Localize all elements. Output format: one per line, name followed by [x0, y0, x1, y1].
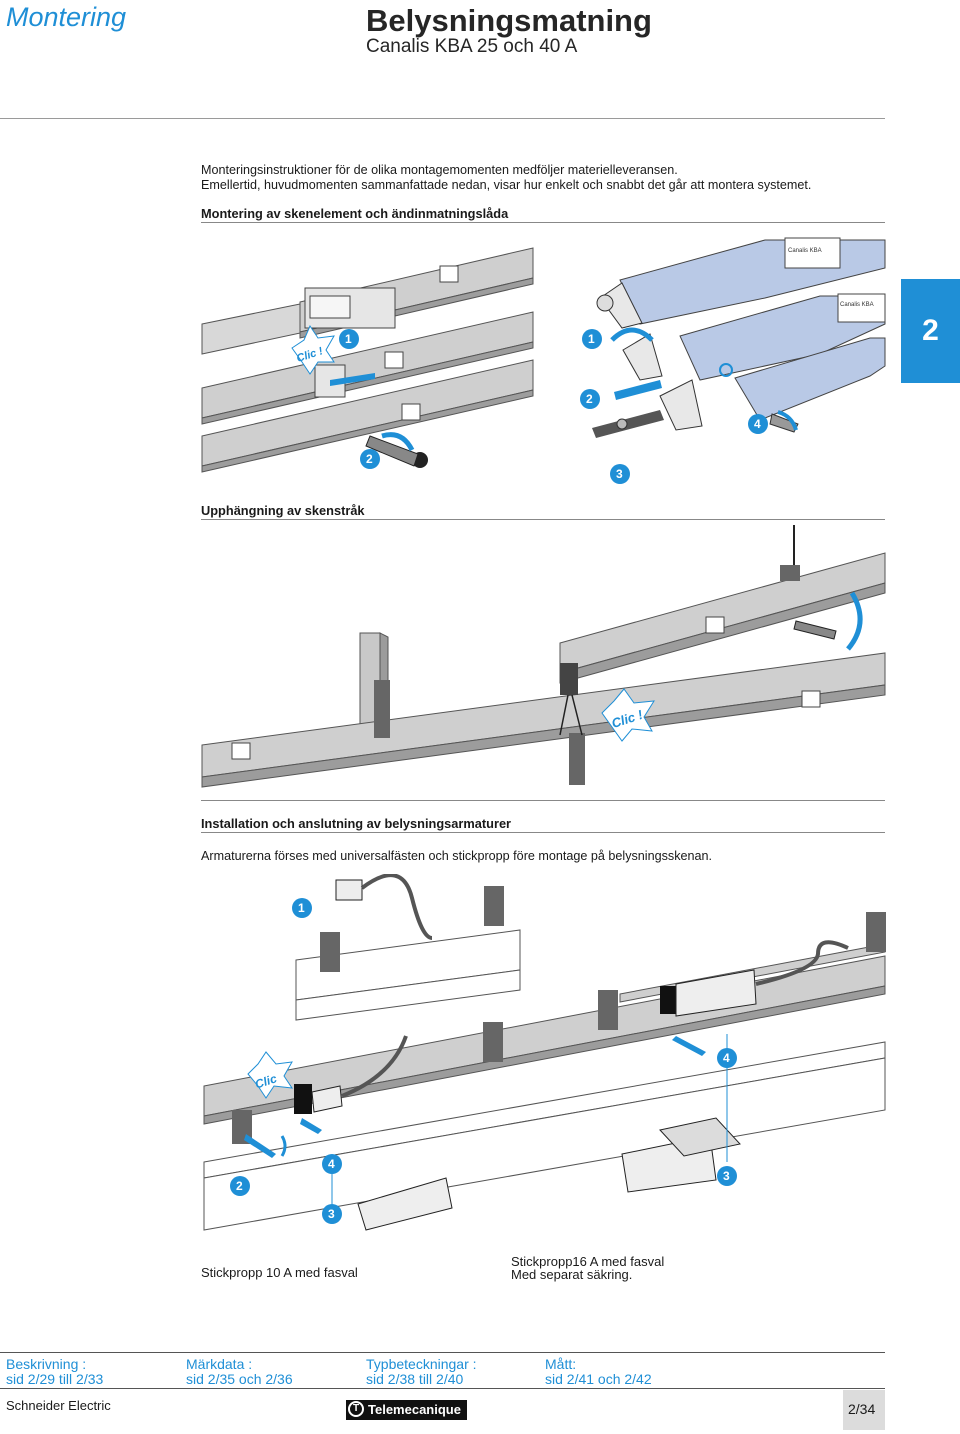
caption-plug-10a: Stickpropp 10 A med fasval: [201, 1265, 358, 1280]
clic-burst-installation: Clic: [247, 1051, 294, 1099]
rail-lower: [201, 652, 886, 778]
intro-line-2: Emellertid, huvudmomenten sammanfattade …: [201, 178, 812, 192]
step-badge-3-right: 3: [610, 464, 630, 484]
clic-label-installation: Clic: [253, 1071, 279, 1091]
end-feed-tubes: Canalis KBA Canalis KBA: [592, 237, 886, 438]
step-badge-1-install: 1: [292, 898, 312, 918]
step-number: 3: [328, 1207, 335, 1221]
heading-suspension-rule: [201, 519, 885, 520]
page-number-box: 2/34: [843, 1390, 885, 1430]
footer-divider-top: [0, 1352, 885, 1353]
product-label-1: Canalis KBA: [788, 248, 822, 254]
product-label-2: Canalis KBA: [840, 302, 874, 308]
ref-label-description: Beskrivning :: [6, 1356, 87, 1372]
ref-label-dimensions: Mått:: [545, 1356, 577, 1372]
step-number: 4: [723, 1051, 730, 1065]
rail-upper: [559, 552, 886, 674]
ref-label-ratings: Märkdata :: [186, 1356, 253, 1372]
brand-name: Telemecanique: [368, 1402, 461, 1417]
intro-line-1: Monteringsinstruktioner för de olika mon…: [201, 163, 678, 177]
caption-plug-16a-line2: Med separat säkring.: [511, 1267, 633, 1282]
section-label: Montering: [6, 2, 127, 32]
busbar-rails-left: [201, 247, 534, 473]
clic-burst-left: Clic !: [291, 324, 335, 375]
step-badge-2-install: 2: [230, 1176, 250, 1196]
ref-label-types: Typbeteckningar :: [366, 1356, 477, 1372]
step-badge-4-install-left: 4: [322, 1154, 342, 1174]
step-number: 1: [298, 901, 305, 915]
company-name: Schneider Electric: [6, 1398, 111, 1413]
installation-illustration: Clic 1 2 4 3 4 3: [0, 874, 900, 1294]
heading-installation-rule: [201, 832, 885, 833]
ref-link-types[interactable]: sid 2/38 till 2/40: [366, 1371, 464, 1387]
step-badge-4-install-right: 4: [717, 1048, 737, 1068]
step-number: 2: [366, 452, 373, 466]
heading-installation: Installation och anslutning av belysning…: [201, 816, 512, 831]
step-badge-1-right: 1: [582, 329, 602, 349]
brand-logo: T Telemecanique: [346, 1400, 467, 1420]
ref-link-ratings[interactable]: sid 2/35 och 2/36: [186, 1371, 293, 1387]
step-badge-4-right: 4: [748, 414, 768, 434]
top-rule-installation: [201, 800, 885, 801]
chapter-tab: 2: [901, 279, 960, 383]
step-badge-2-left: 2: [360, 449, 380, 469]
ref-link-description[interactable]: sid 2/29 till 2/33: [6, 1371, 104, 1387]
step-number: 3: [616, 467, 623, 481]
clic-burst-suspension: Clic !: [601, 688, 655, 742]
page-number: 2/34: [848, 1401, 876, 1417]
step-number: 3: [723, 1169, 730, 1183]
ref-link-dimensions[interactable]: sid 2/41 och 2/42: [545, 1371, 652, 1387]
suspension-illustration: Clic !: [0, 525, 900, 795]
heading-assembly: Montering av skenelement och ändinmatnin…: [201, 206, 509, 221]
step-badge-3-install-right: 3: [717, 1166, 737, 1186]
step-badge-1-left: 1: [339, 329, 359, 349]
heading-suspension: Upphängning av skenstråk: [201, 503, 365, 518]
step-badge-2-right: 2: [580, 389, 600, 409]
step-number: 4: [328, 1157, 335, 1171]
step-number: 2: [236, 1179, 243, 1193]
step-number: 4: [754, 417, 761, 431]
caption-plug-16a-line1: Stickpropp16 A med fasval: [511, 1254, 665, 1269]
footer-divider-bottom: [0, 1388, 885, 1389]
intro-text: Monteringsinstruktioner för de olika mon…: [201, 163, 881, 193]
page-title: Belysningsmatning: [366, 3, 652, 38]
step-number: 1: [588, 332, 595, 346]
fixture-description: Armaturerna förses med universalfästen o…: [201, 849, 713, 863]
header-divider: [0, 118, 885, 119]
step-number: 2: [586, 392, 593, 406]
step-number: 1: [345, 332, 352, 346]
step-badge-3-install-left: 3: [322, 1204, 342, 1224]
brand-mark-icon: T: [348, 1401, 364, 1417]
heading-assembly-rule: [201, 222, 885, 223]
assembly-illustration: Clic ! 1 2 Canalis KBA Canalis KBA 1 2: [0, 228, 900, 500]
page-subtitle: Canalis KBA 25 och 40 A: [366, 36, 578, 57]
